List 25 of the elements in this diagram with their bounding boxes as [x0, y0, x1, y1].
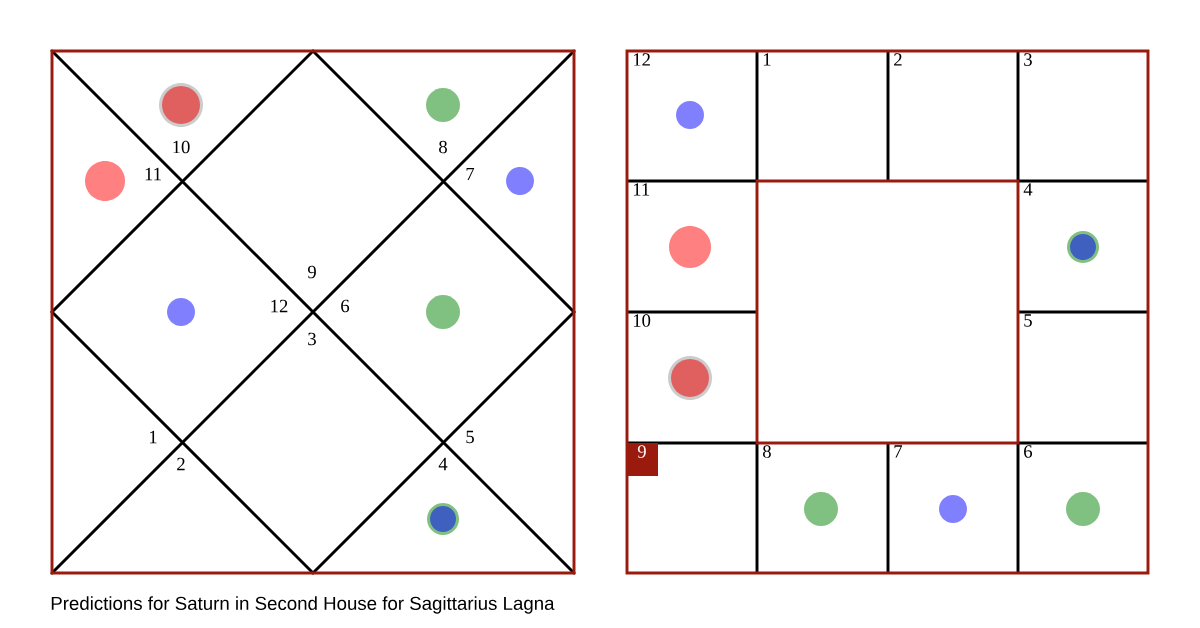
house-number: 6	[1024, 445, 1033, 458]
house-number: 11	[145, 167, 161, 181]
house-number: 2	[177, 457, 185, 471]
house-number: 8	[439, 140, 447, 154]
house-number: 12	[633, 53, 650, 66]
house-number: 5	[466, 430, 474, 444]
house-number: 4	[438, 457, 448, 471]
house-number: 11	[633, 183, 650, 196]
house-number: 4	[1023, 183, 1033, 196]
house-number: 2	[894, 53, 902, 66]
house-number: 6	[341, 299, 350, 313]
caption: Predictions for Saturn in Second House for Sagittarius Lagna	[51, 596, 555, 614]
house-number: 10	[173, 140, 190, 154]
house-number: 9	[307, 265, 316, 279]
house-number: 8	[763, 445, 771, 458]
house-number: 7	[466, 167, 475, 181]
house-number: 1	[763, 53, 771, 66]
house-number: 10	[633, 314, 651, 327]
house-number: 7	[894, 445, 903, 458]
house-number: 1	[150, 430, 157, 444]
house-number: 9	[627, 443, 658, 476]
house-number: 3	[1024, 53, 1032, 66]
house-number: 5	[1024, 314, 1032, 327]
house-number: 12	[271, 299, 288, 313]
house-number: 3	[308, 332, 316, 346]
